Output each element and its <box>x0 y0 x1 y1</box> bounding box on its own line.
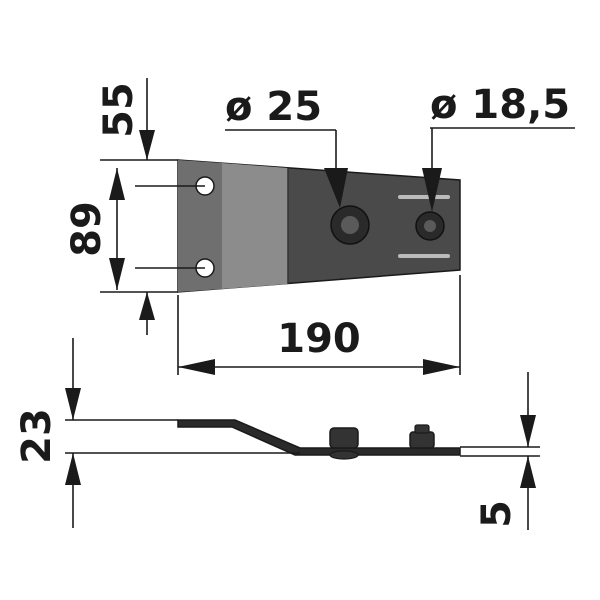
side-bolt-large <box>329 427 359 449</box>
dim-190-label: 190 <box>277 316 361 362</box>
dim-5-label: 5 <box>474 500 520 528</box>
dim-55: 55 <box>96 78 178 161</box>
dim-diameter-25: ø 25 <box>225 84 348 208</box>
plate-top-view <box>177 159 461 293</box>
plate-side-view <box>177 419 461 460</box>
side-bolt-large-nut <box>329 450 359 460</box>
side-bolt-small <box>409 431 435 449</box>
dim-89-label: 89 <box>64 201 110 257</box>
dim-89: 89 <box>64 168 205 335</box>
bolt-small-inner <box>424 220 436 232</box>
plate-bend-zone <box>222 163 288 289</box>
dim-diameter-25-label: ø 25 <box>225 84 322 130</box>
dim-190: 190 <box>177 275 461 375</box>
dim-55-label: 55 <box>96 82 142 138</box>
bolt-large-inner <box>341 216 359 234</box>
dim-diameter-18-5: ø 18,5 <box>422 82 575 212</box>
side-bolt-small-cap <box>414 424 430 434</box>
dim-23-label: 23 <box>14 408 60 464</box>
dim-23: 23 <box>14 338 300 528</box>
dim-5: 5 <box>460 372 540 530</box>
side-profile <box>177 419 461 456</box>
dim-diameter-18-5-label: ø 18,5 <box>430 82 570 128</box>
